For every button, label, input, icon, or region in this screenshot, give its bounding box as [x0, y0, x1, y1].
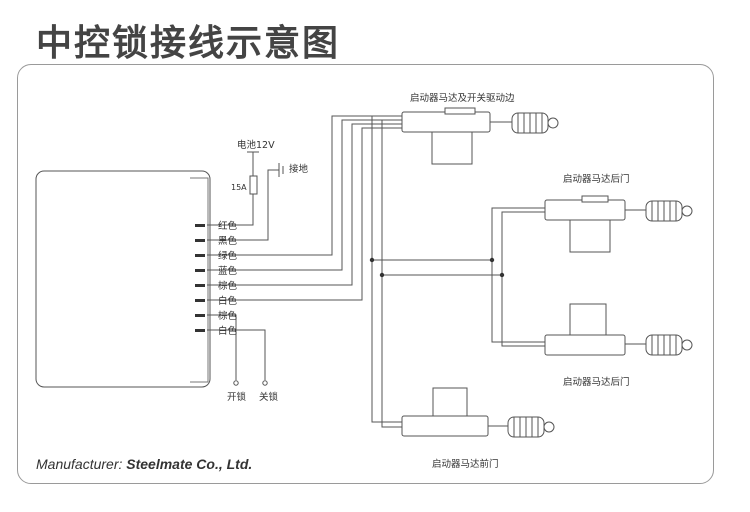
brown-wire-a [207, 123, 402, 286]
lock-label: 关锁 [259, 391, 279, 403]
wire-label-2: 黑色 [218, 235, 238, 247]
rear-right-branch [491, 207, 545, 260]
unlock-wire [207, 314, 237, 380]
actuator-front [401, 387, 555, 438]
battery-label: 电池12V [237, 139, 275, 151]
fuse-label: 15A [231, 183, 247, 192]
rear-left-branch [491, 260, 545, 343]
page-title: 中控锁接线示意图 [36, 23, 341, 64]
wire-label-1: 红色 [218, 220, 238, 232]
manufacturer-prefix: Manufacturer: [36, 456, 123, 472]
unlock-label: 开锁 [227, 391, 247, 403]
rear-right-actuator-label: 启动器马达后门 [563, 173, 630, 185]
wire-label-8: 白色 [218, 325, 238, 337]
wire-label-6: 白色 [218, 295, 238, 307]
manufacturer-name: Steelmate Co., Ltd. [126, 456, 253, 472]
ground-label: 接地 [289, 163, 309, 175]
actuator-rear-right [544, 195, 693, 253]
actuator-driver [401, 107, 559, 165]
front-actuator-label: 启动器马达前门 [432, 458, 499, 470]
actuator-rear-left [544, 303, 693, 356]
power-wire [207, 151, 259, 226]
rear-left-actuator-label: 启动器马达后门 [563, 376, 630, 388]
wire-label-7: 棕色 [218, 310, 238, 322]
bus-line-1 [371, 116, 402, 423]
wire-label-4: 蓝色 [218, 265, 238, 277]
diagram-frame [17, 64, 714, 484]
lock-wire [207, 329, 266, 380]
driver-actuator-label: 启动器马达及开关驱动边 [410, 92, 515, 104]
ground-wire [207, 163, 284, 241]
manufacturer-line: Manufacturer: Steelmate Co., Ltd. [36, 456, 252, 472]
wire-label-3: 绿色 [218, 250, 238, 262]
junction-dots [369, 257, 505, 278]
control-module [35, 170, 211, 388]
wire-label-5: 棕色 [218, 280, 238, 292]
wire-terminals [195, 224, 205, 332]
